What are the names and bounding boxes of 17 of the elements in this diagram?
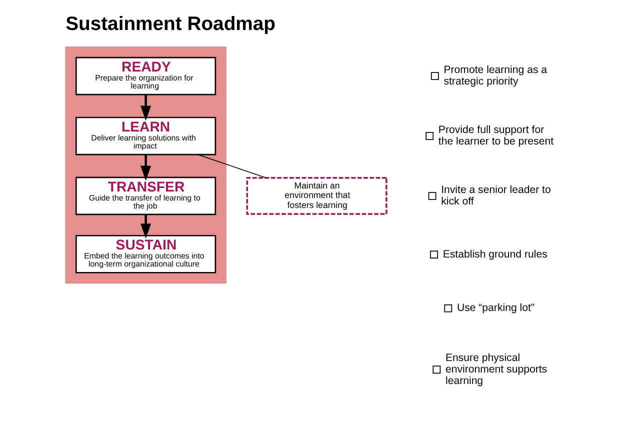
label: Promote learning as a strategic priority xyxy=(443,64,547,88)
label: Establish ground rules xyxy=(442,248,547,260)
arrow xyxy=(140,154,151,181)
label: Ensure physical environment supports learning xyxy=(444,352,547,387)
label: Provide full support for the learner to be present xyxy=(438,124,554,148)
node-box: SUSTAIN Embed the learning outcomes into long-term organizational culture xyxy=(75,234,216,274)
arrow xyxy=(140,94,151,121)
node-box: Maintain an environment that fosters learning xyxy=(246,177,387,215)
cluster xyxy=(64,46,226,284)
label: Use “parking lot” xyxy=(456,302,534,314)
node-box: TRANSFER Guide the transfer of learning to the job xyxy=(75,176,216,216)
node-box: LEARN Deliver learning solutions with impact xyxy=(75,116,216,156)
connector xyxy=(196,154,266,178)
diagram-title: Sustainment Roadmap xyxy=(65,12,276,35)
label: Invite a senior leader to kick off xyxy=(440,184,550,208)
node-box: READY Prepare the organization for learning xyxy=(75,56,216,96)
arrow xyxy=(140,214,151,239)
